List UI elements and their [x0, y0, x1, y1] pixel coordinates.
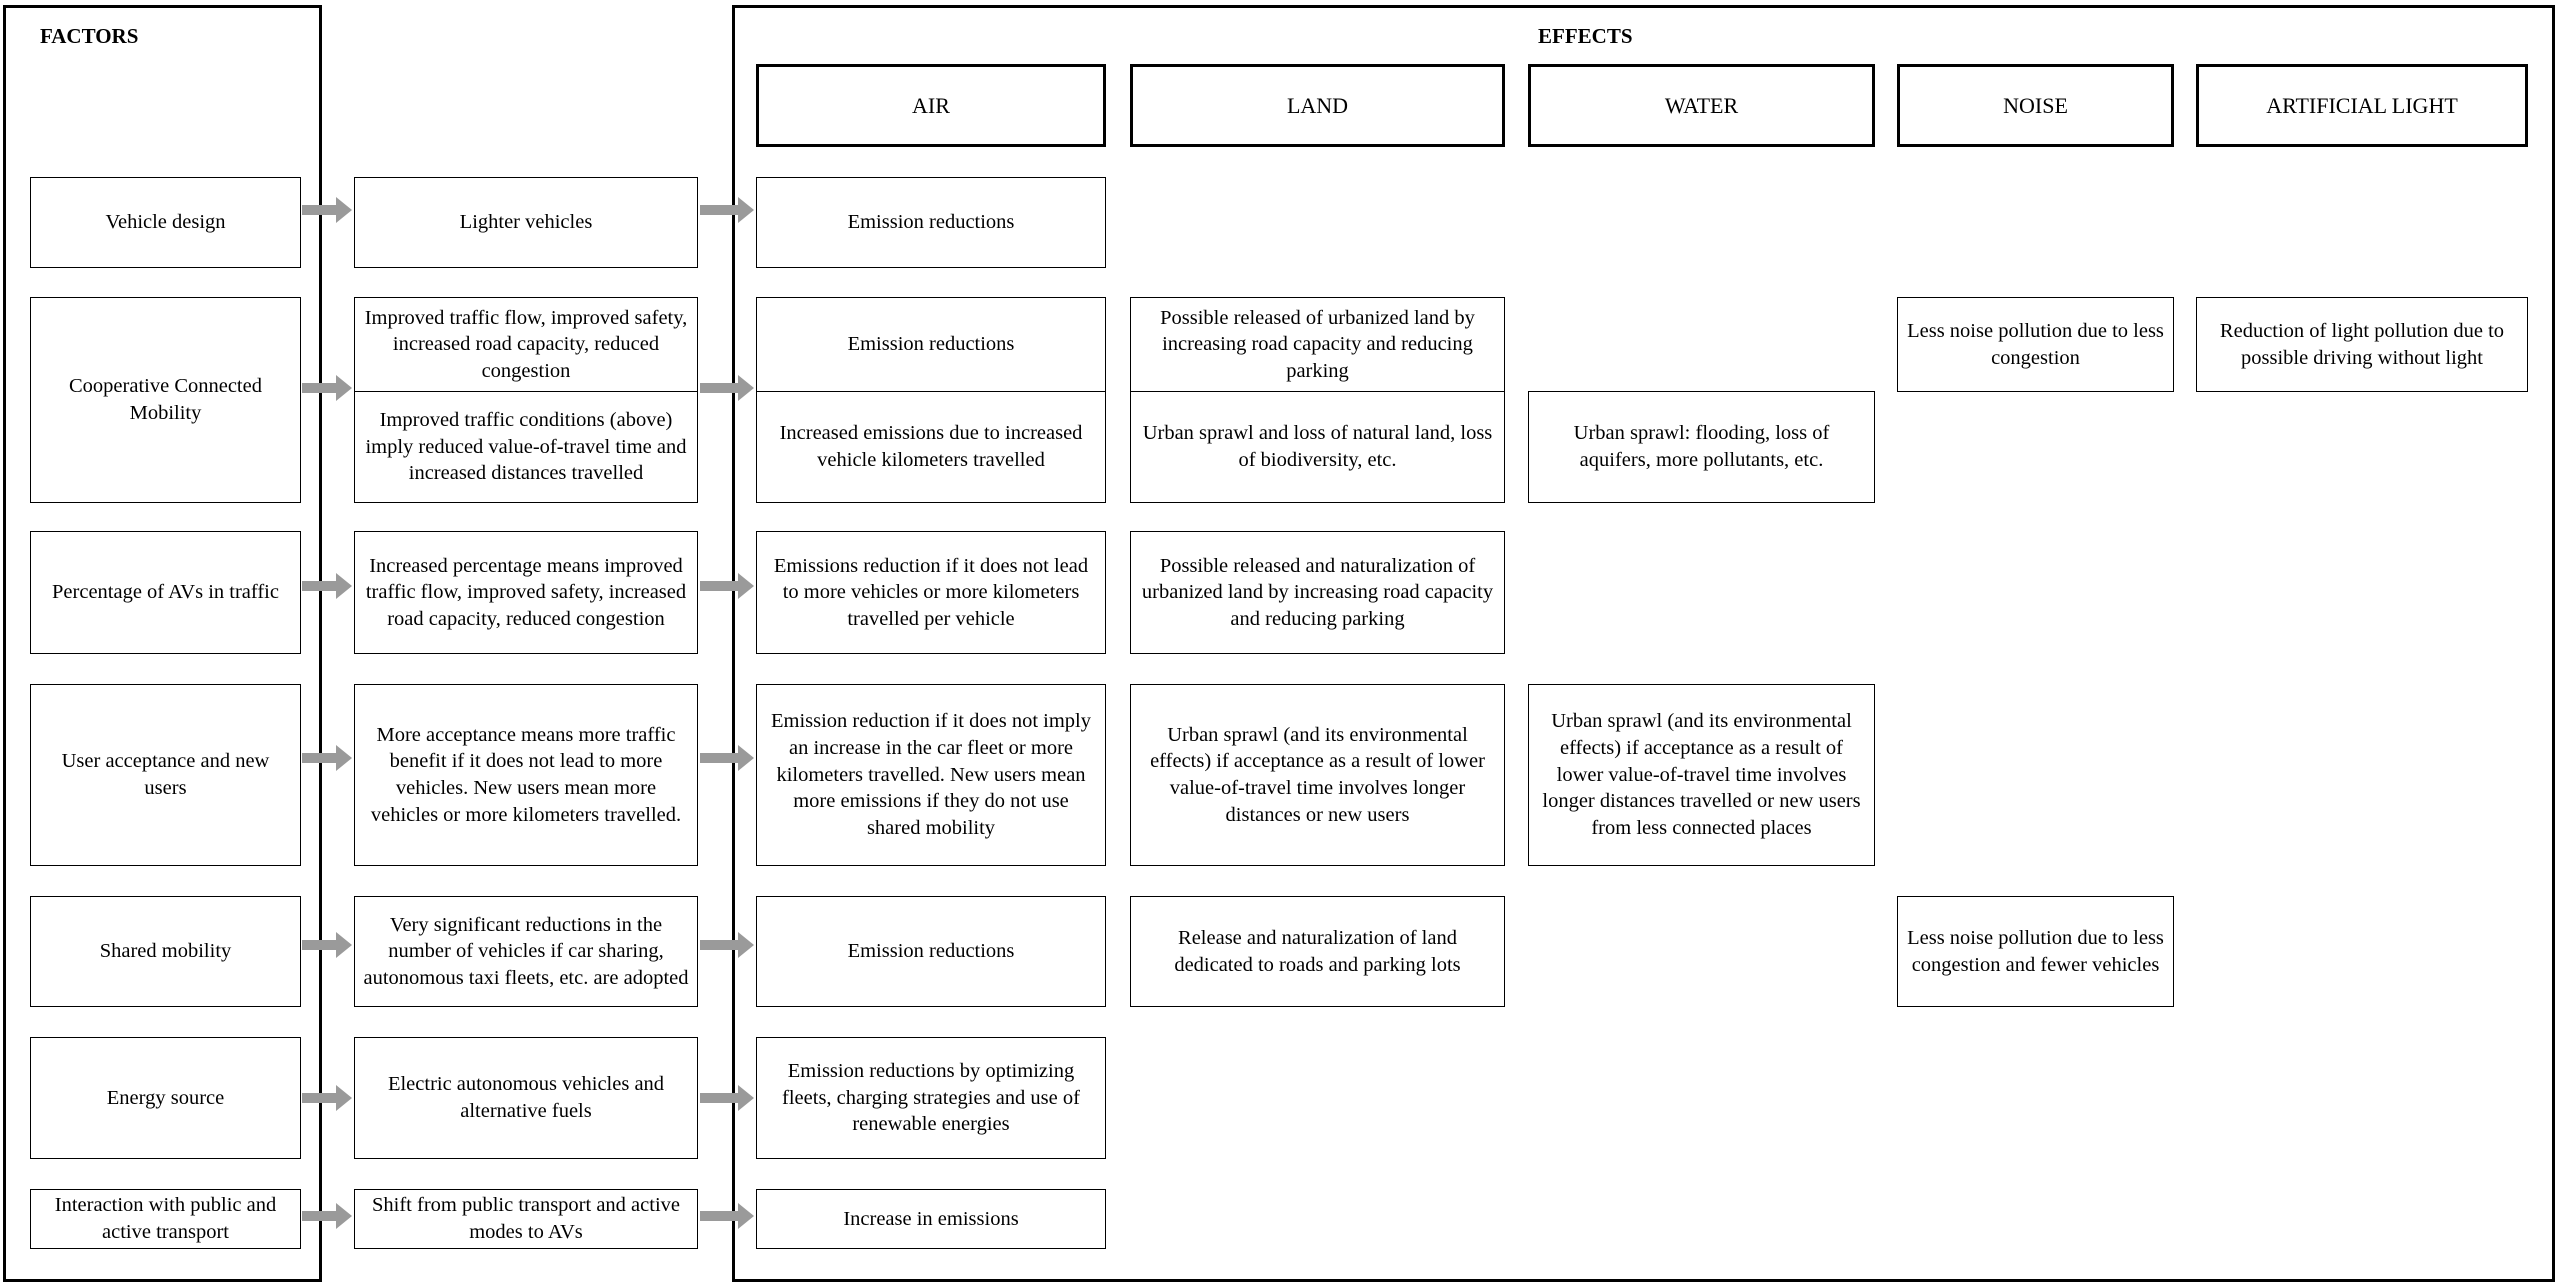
- mechanism-improved-traffic-flow: Improved traffic flow, improved safety, …: [354, 297, 698, 392]
- air-effect: Emission reduction if it does not imply …: [756, 684, 1106, 866]
- noise-effect: Less noise pollution due to less congest…: [1897, 896, 2174, 1007]
- effects-frame: [732, 5, 2555, 1282]
- land-effect: Release and naturalization of land dedic…: [1130, 896, 1505, 1007]
- water-effect: Urban sprawl: flooding, loss of aquifers…: [1528, 391, 1875, 503]
- header-noise: NOISE: [1897, 64, 2174, 147]
- factors-frame: [3, 5, 322, 1282]
- factor-shared-mobility: Shared mobility: [30, 896, 301, 1007]
- effects-title: EFFECTS: [1538, 24, 1633, 48]
- factor-cooperative-connected-mobility: Cooperative Connected Mobility: [30, 297, 301, 503]
- factor-energy-source: Energy source: [30, 1037, 301, 1159]
- air-effect: Emission reductions: [756, 297, 1106, 392]
- factor-user-acceptance: User acceptance and new users: [30, 684, 301, 866]
- land-effect: Possible released of urbanized land by i…: [1130, 297, 1505, 392]
- land-effect: Possible released and naturalization of …: [1130, 531, 1505, 654]
- mechanism-shift-from-public-transport: Shift from public transport and active m…: [354, 1189, 698, 1249]
- air-effect: Increased emissions due to increased veh…: [756, 391, 1106, 503]
- mechanism-more-acceptance: More acceptance means more traffic benef…: [354, 684, 698, 866]
- light-effect: Reduction of light pollution due to poss…: [2196, 297, 2528, 392]
- mechanism-electric-vehicles: Electric autonomous vehicles and alterna…: [354, 1037, 698, 1159]
- air-effect: Emissions reduction if it does not lead …: [756, 531, 1106, 654]
- noise-effect: Less noise pollution due to less congest…: [1897, 297, 2174, 392]
- factor-vehicle-design: Vehicle design: [30, 177, 301, 268]
- land-effect: Urban sprawl and loss of natural land, l…: [1130, 391, 1505, 503]
- factors-title: FACTORS: [40, 24, 139, 48]
- air-effect: Emission reductions: [756, 896, 1106, 1007]
- mechanism-improved-traffic-conditions: Improved traffic conditions (above) impl…: [354, 391, 698, 503]
- header-land: LAND: [1130, 64, 1505, 147]
- header-air: AIR: [756, 64, 1106, 147]
- header-water: WATER: [1528, 64, 1875, 147]
- mechanism-increased-percentage: Increased percentage means improved traf…: [354, 531, 698, 654]
- air-effect: Increase in emissions: [756, 1189, 1106, 1249]
- water-effect: Urban sprawl (and its environmental effe…: [1528, 684, 1875, 866]
- header-artificial-light: ARTIFICIAL LIGHT: [2196, 64, 2528, 147]
- air-effect: Emission reductions: [756, 177, 1106, 268]
- mechanism-lighter-vehicles: Lighter vehicles: [354, 177, 698, 268]
- air-effect: Emission reductions by optimizing fleets…: [756, 1037, 1106, 1159]
- mechanism-vehicle-reductions: Very significant reductions in the numbe…: [354, 896, 698, 1007]
- factor-interaction-public-transport: Interaction with public and active trans…: [30, 1189, 301, 1249]
- land-effect: Urban sprawl (and its environmental effe…: [1130, 684, 1505, 866]
- factor-percentage-of-avs: Percentage of AVs in traffic: [30, 531, 301, 654]
